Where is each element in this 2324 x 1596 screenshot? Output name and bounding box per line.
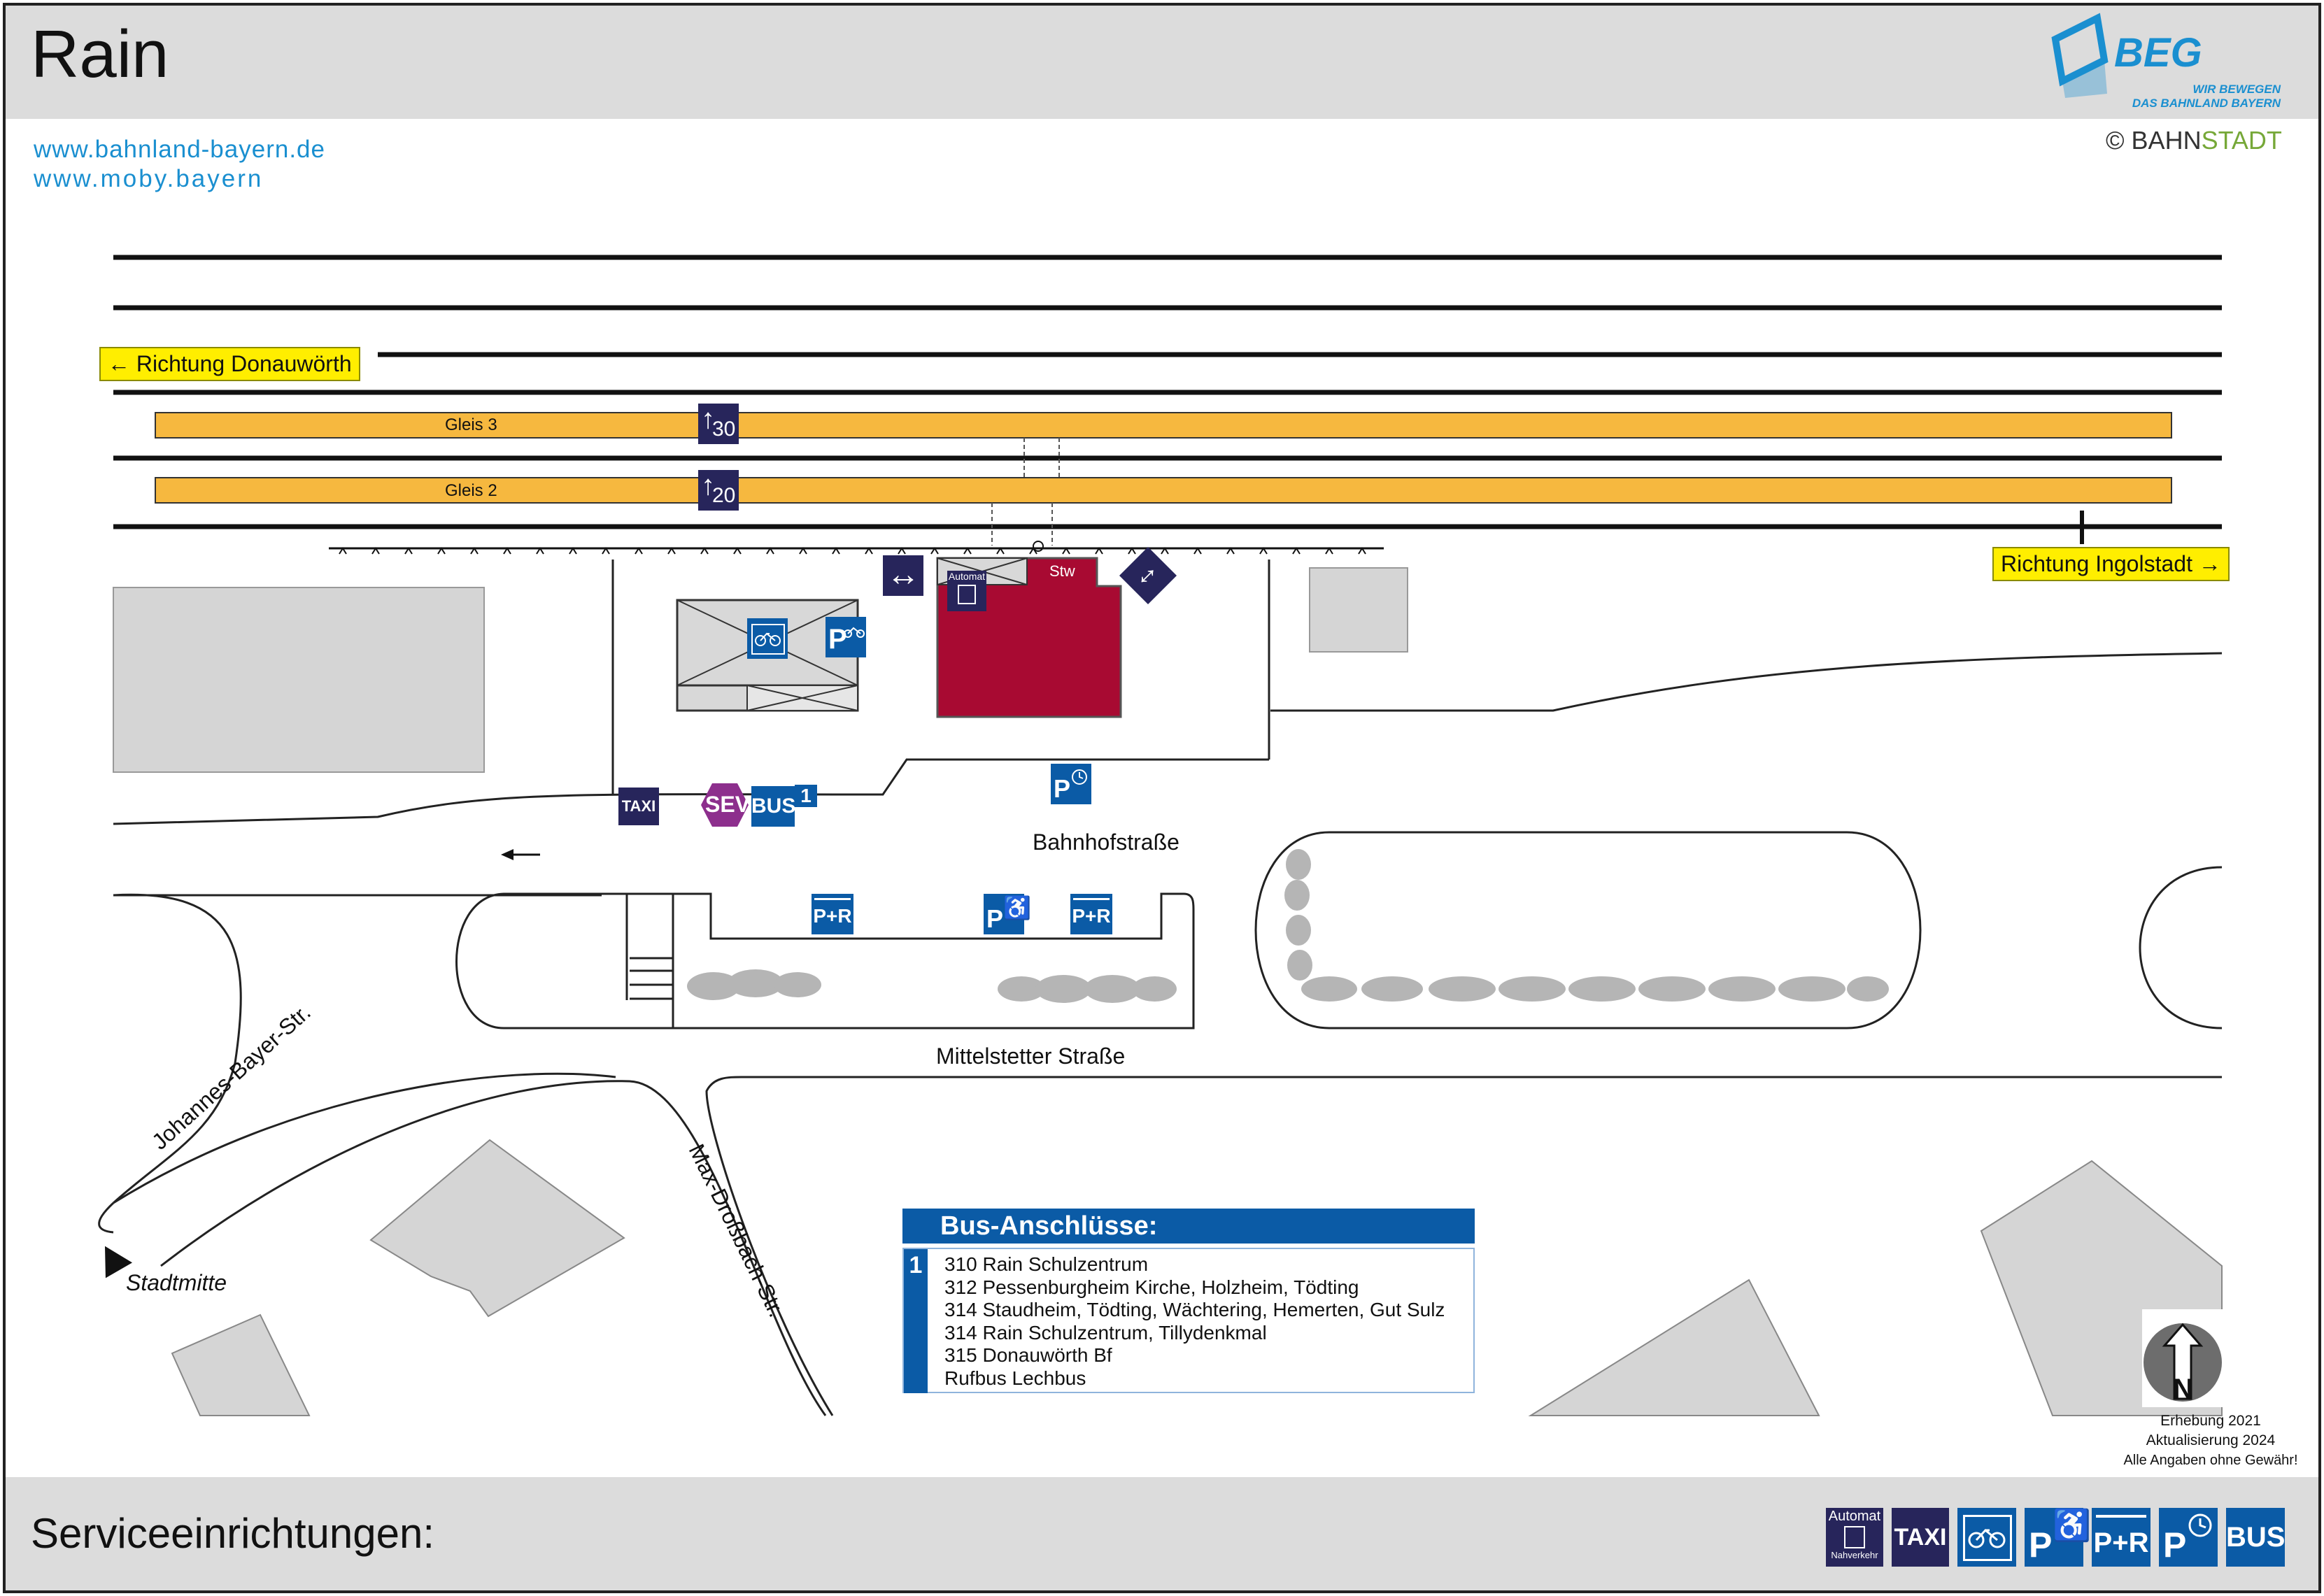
street-bahnhofstrasse: Bahnhofstraße [1033, 829, 1179, 855]
ticket-icon [958, 585, 976, 604]
ticket-machine-icon: Automat [947, 571, 986, 611]
arrow-left-icon: ← [108, 351, 130, 376]
sev-icon [701, 783, 749, 827]
sector-marker-gleis-3: ↑ 30 [698, 404, 739, 444]
arrow-up-icon: ↑ [701, 470, 715, 501]
sector-marker-gleis-2: ↑ 20 [698, 470, 739, 511]
bus-connections-title: Bus-Anschlüsse: [902, 1209, 1475, 1244]
pedestrian-crossing-icon: ↔ [883, 555, 923, 596]
sev-label: SEV [705, 792, 751, 817]
survey-info: Erhebung 2021 Aktualisierung 2024 Alle A… [2123, 1413, 2298, 1468]
compass-box: N [2142, 1309, 2223, 1407]
bicycle-parking-icon [747, 618, 788, 659]
copyright-bahnstadt: © BAHNSTADT [2106, 126, 2282, 155]
bus-line-badge: 1 [795, 785, 817, 807]
bus-stop-icon: BUS [751, 786, 795, 827]
legend-park-and-ride-icon: P+R [2092, 1508, 2151, 1567]
station-building-label: Stw [1049, 562, 1075, 580]
platform-gleis-3 [155, 412, 2172, 439]
roads [98, 560, 2223, 1416]
wheelchair-icon: ♿ [2053, 1509, 2091, 1543]
page-title: Rain [31, 17, 169, 92]
bus-stop-list: 310 Rain Schulzentrum 312 Pessenburgheim… [944, 1253, 1445, 1390]
direction-sign-ingolstadt: Richtung Ingolstadt → [1992, 547, 2230, 581]
north-arrow-icon [2144, 1323, 2222, 1402]
disabled-parking-icon: P ♿ [984, 894, 1031, 934]
legend-disabled-parking-icon: P ♿ [2025, 1508, 2091, 1567]
arrow-up-icon: ↑ [701, 404, 715, 434]
legend-ticket-machine-icon: Automat Nahverkehr [1826, 1508, 1883, 1567]
destination-stadtmitte: Stadtmitte [126, 1270, 227, 1295]
legend-short-term-parking-icon: P [2159, 1508, 2218, 1567]
park-and-ride-icon: P+R [812, 894, 853, 934]
building [369, 1139, 625, 1318]
motorcycle-parking-icon: P [826, 617, 866, 657]
legend-taxi-icon: TAXI [1892, 1508, 1949, 1567]
url-moby[interactable]: www.moby.bayern [34, 165, 264, 192]
park-and-ride-icon-2: P+R [1070, 894, 1112, 934]
beg-logo-slogan: WIR BEWEGEN DAS BAHNLAND BAYERN [2132, 83, 2281, 111]
list-item: 314 Staudheim, Tödting, Wächtering, Heme… [944, 1299, 1445, 1320]
street-mittelstetter-strasse: Mittelstetter Straße [936, 1043, 1126, 1069]
bushes [687, 849, 1889, 1003]
building [171, 1313, 311, 1416]
building [1309, 567, 1408, 653]
bus-connections-panel: Bus-Anschlüsse: 1 310 Rain Schulzentrum … [902, 1209, 1475, 1395]
platform-gleis-2 [155, 477, 2172, 504]
list-item: 314 Rain Schulzentrum, Tillydenkmal [944, 1321, 1267, 1344]
list-item: 310 Rain Schulzentrum [944, 1253, 1149, 1275]
arrow-right-icon: → [2198, 551, 2221, 576]
legend-bicycle-parking-icon [1957, 1508, 2016, 1567]
building [1528, 1278, 1820, 1416]
services-title: Serviceeinrichtungen: [31, 1510, 435, 1557]
bus-line-number: 1 [904, 1249, 928, 1393]
bus-connections-body: 1 310 Rain Schulzentrum 312 Pessenburghe… [902, 1248, 1475, 1393]
list-item: 315 Donauwörth Bf [944, 1344, 1112, 1366]
wheelchair-icon: ♿ [1003, 895, 1031, 920]
list-item: 312 Pessenburgheim Kirche, Holzheim, Töd… [944, 1276, 1359, 1298]
tracks [113, 255, 2222, 529]
beg-logo-icon [2051, 13, 2109, 98]
building [113, 587, 485, 773]
legend-bus-icon: BUS [2226, 1508, 2285, 1567]
traffic-direction-arrow [501, 849, 540, 860]
direction-sign-donauwoerth: ← Richtung Donauwörth [99, 347, 360, 381]
url-bahnland[interactable]: www.bahnland-bayern.de [34, 136, 325, 163]
underpass [991, 438, 1060, 546]
map-frame [3, 3, 2321, 1593]
beg-logo-name: BEG [2114, 30, 2202, 76]
taxi-icon: TAXI [618, 788, 659, 825]
fence-ticks [339, 547, 1366, 555]
platform-label-gleis-3: Gleis 3 [445, 415, 497, 434]
stadtmitte-arrow-icon [105, 1246, 133, 1278]
platform-label-gleis-2: Gleis 2 [445, 481, 497, 500]
short-term-parking-icon: P [1051, 764, 1091, 804]
list-item: Rufbus Lechbus [944, 1367, 1086, 1389]
header-bar [6, 6, 2318, 119]
